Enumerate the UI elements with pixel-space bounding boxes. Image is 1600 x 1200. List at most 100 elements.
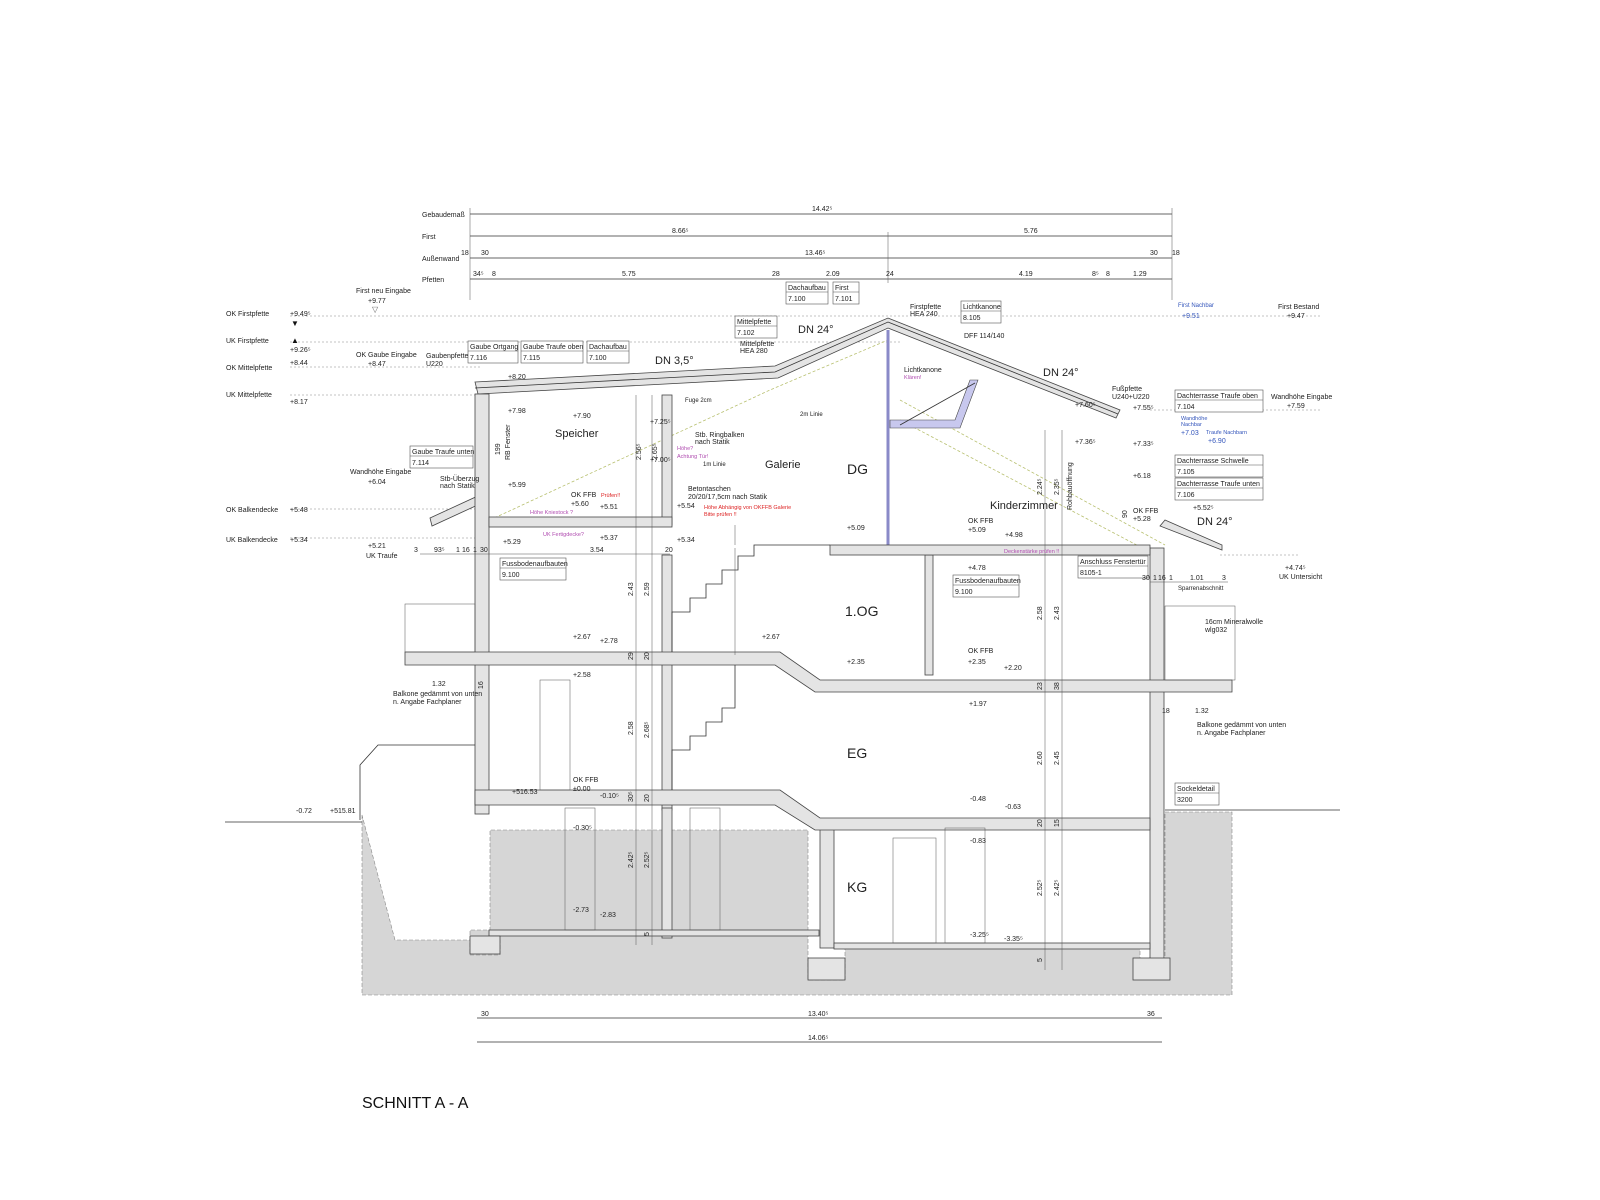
- note: First Nachbar: [1178, 303, 1214, 309]
- level-value: +2.58: [573, 672, 591, 679]
- note: Balkone gedämmt von unten: [1197, 722, 1286, 729]
- note: HEA 240: [910, 311, 938, 318]
- dim-value: 14.42⁵: [812, 206, 833, 213]
- note: 16cm Mineralwolle: [1205, 619, 1263, 626]
- dim-value: 2.42⁵: [1054, 879, 1061, 896]
- note: Gaubenpfette: [426, 353, 469, 360]
- detail-box-name: Gaube Traufe unten: [412, 449, 474, 456]
- dg-left-notes: +8.20 +7.98 +7.90 +7.25⁵ +7.00⁵ Stb. Rin…: [414, 374, 865, 554]
- note: DFF 114/140: [964, 333, 1004, 340]
- detail-box-name: Dachaufbau: [589, 344, 627, 351]
- level-label: First neu Eingabe: [356, 288, 411, 295]
- note: Sparrenabschnitt: [1178, 586, 1224, 592]
- dim-value: 5: [1037, 958, 1044, 962]
- level-value: +4.74⁵: [1285, 565, 1306, 572]
- detail-box: Anschluss Fenstertür 8105-1: [1077, 555, 1149, 579]
- dim-value: 34⁵: [473, 271, 484, 278]
- detail-box-code: 7.104: [1177, 404, 1195, 411]
- level-value: -0.72: [296, 808, 312, 815]
- dim-value: 8: [492, 271, 496, 278]
- note: OK FFB: [968, 518, 994, 525]
- dim-value: 28: [772, 271, 780, 278]
- room-label: Kinderzimmer: [990, 500, 1058, 512]
- dim-value: 2.52⁵: [1037, 879, 1044, 896]
- note: Fuge 2cm: [685, 398, 712, 404]
- dim-value: 2.43: [1054, 606, 1061, 620]
- detail-box-name: Gaube Traufe oben: [523, 344, 583, 351]
- level-value: +5.48: [290, 507, 308, 514]
- level-value: +7.60⁵: [1075, 402, 1096, 409]
- note: Bitte prüfen !!: [704, 512, 737, 518]
- level-value: -0.30⁵: [573, 825, 592, 832]
- level-value: +7.98: [508, 408, 526, 415]
- level-value: +5.21: [368, 543, 386, 550]
- dim-value: 199: [495, 443, 502, 455]
- dim-value: 29: [628, 652, 635, 660]
- level-value: +5.51: [600, 504, 618, 511]
- dim-value: 1.01: [1190, 575, 1204, 582]
- dim-row-label: First: [422, 234, 436, 241]
- note: Rohbauöffnung: [1067, 462, 1074, 510]
- note: Betontaschen: [688, 486, 731, 493]
- bottom-dims: 30 13.40⁵ 36 14.06⁵: [481, 1011, 1155, 1042]
- dim-value: 30: [481, 1011, 489, 1018]
- note: OK FFB: [968, 648, 994, 655]
- level-value: +4.78: [968, 565, 986, 572]
- level-value: +2.78: [600, 638, 618, 645]
- detail-box-name: Lichtkanone: [963, 304, 1001, 311]
- dim-value: 1: [1153, 575, 1157, 582]
- level-label: OK Firstpfette: [226, 311, 269, 318]
- level-label: OK Mittelpfette: [226, 365, 272, 372]
- note: Achtung Tür!: [677, 454, 709, 460]
- roof-pitch: DN 24°: [1197, 516, 1233, 528]
- dim-value: 20: [1037, 819, 1044, 827]
- dim-value: 2.58: [628, 721, 635, 735]
- dim-row-label: Außenwand: [422, 256, 459, 263]
- dim-value: 2.52⁵: [644, 851, 651, 868]
- detail-box-name: Gaube Ortgang: [470, 344, 518, 351]
- dim-value: 2.58: [1037, 606, 1044, 620]
- detail-box-name: Anschluss Fenstertür: [1080, 559, 1146, 566]
- level-label: UK Balkendecke: [226, 537, 278, 544]
- dim-value: 30⁵: [628, 791, 635, 802]
- level-value: +9.77: [368, 298, 386, 305]
- detail-box-code: 7.101: [835, 296, 853, 303]
- note: Prüfen!!: [601, 493, 621, 499]
- top-dimension-lines: [469, 208, 1173, 300]
- level-label: UK Firstpfette: [226, 338, 269, 345]
- detail-box-code: 7.106: [1177, 492, 1195, 499]
- level-value: +5.37: [600, 535, 618, 542]
- level-value: -2.73: [573, 907, 589, 914]
- dim-value: 2.24⁵: [1037, 478, 1044, 495]
- dim-value: 5.75: [622, 271, 636, 278]
- dim-value: 38: [1054, 682, 1061, 690]
- dim-value: 2.68⁵: [644, 721, 651, 738]
- level-value: +6.18: [1133, 473, 1151, 480]
- dimension-labels: Gebaudemaß First Außenwand Pfetten 14.42…: [422, 206, 1180, 284]
- level-value: +5.34: [290, 537, 308, 544]
- detail-box-name: Dachterrasse Traufe oben: [1177, 393, 1258, 400]
- dim-value: 30: [1142, 575, 1150, 582]
- note: UK Fertigdecke?: [543, 532, 584, 538]
- level-marker-up-icon: ▲: [291, 336, 299, 345]
- level-value: +7.25⁵: [650, 419, 671, 426]
- dim-value: 93⁵: [434, 547, 445, 554]
- note: OK FFB: [571, 492, 597, 499]
- level-value: +5.52⁵: [1193, 505, 1214, 512]
- level-value: +7.90: [573, 413, 591, 420]
- roof-pitch: DN 24°: [798, 324, 834, 336]
- dim-value: 3.54: [590, 547, 604, 554]
- ground-fill: [225, 809, 1340, 996]
- dim-value: 15: [1054, 819, 1061, 827]
- vertical-dims: 2.43 2.59 29 20 2.58 2.43 23 38 2.58 2.6…: [628, 582, 1061, 962]
- note: Traufe Nachbarn: [1206, 430, 1247, 436]
- dim-value: 1: [1169, 575, 1173, 582]
- level-value: +9.47: [1287, 313, 1305, 320]
- detail-box-name: Mittelpfette: [737, 319, 771, 326]
- detail-box-code: 8105-1: [1080, 570, 1102, 577]
- dim-value: 13.40⁵: [808, 1011, 829, 1018]
